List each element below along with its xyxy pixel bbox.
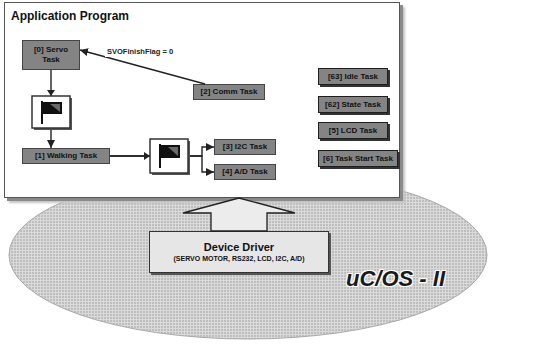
- connector-arrow: [110, 156, 214, 172]
- node-label: Application Program: [11, 9, 129, 23]
- task-box: [5] LCD Task: [318, 122, 388, 139]
- flag-pole: [159, 144, 161, 168]
- node-label: uC/OS - II: [346, 266, 445, 291]
- flag-frame: [32, 96, 70, 128]
- node-label: [4] A/D Task: [222, 167, 267, 177]
- task-box: [3] I2C Task: [214, 139, 276, 155]
- flag-cloth: [43, 102, 62, 114]
- arrow-head: [47, 90, 55, 96]
- flag-shine: [168, 147, 178, 156]
- task-box: [1] Walking Task: [22, 148, 110, 164]
- application-panel: Application Program [0] Servo Task [2] Com…: [4, 2, 400, 198]
- node-label: [3] I2C Task: [223, 142, 267, 152]
- task-box: [6] Task Start Task: [318, 150, 398, 167]
- task-box: [0] Servo Task: [22, 40, 80, 70]
- node-label: [62] State Task: [325, 100, 381, 110]
- task-box: [62] State Task: [318, 96, 388, 113]
- arrow-head: [144, 152, 150, 160]
- flag-shadow: [152, 141, 190, 175]
- driver-box: Device Driver(SERVO MOTOR, RS232, LCD, I…: [149, 231, 329, 273]
- node-label: [1] Walking Task: [35, 151, 97, 161]
- flag-cloth: [161, 145, 180, 158]
- node-label: [6] Task Start Task: [323, 154, 393, 164]
- event-flag-icon: [144, 139, 190, 175]
- node-sublabel: (SERVO MOTOR, RS232, LCD, I2C, A/D): [174, 254, 305, 264]
- connector-arrow: [110, 147, 214, 156]
- flag-shine: [50, 104, 60, 112]
- node-label: [5] LCD Task: [329, 126, 377, 136]
- task-box: [4] A/D Task: [214, 164, 276, 180]
- task-box: [2] Comm Task: [193, 84, 265, 100]
- node-label: Device Driver: [204, 240, 274, 254]
- task-box: [63] Idle Task: [318, 68, 388, 85]
- edge-label: SVOFinishFlag = 0: [105, 47, 175, 57]
- node-label: [63] Idle Task: [328, 72, 378, 82]
- flag-pole: [41, 101, 43, 124]
- connector-arrow: [50, 70, 51, 148]
- event-flag-icon: [32, 90, 72, 130]
- block-arrow: [183, 198, 295, 231]
- node-label: [2] Comm Task: [201, 87, 258, 97]
- edge-label-holder: SVOFinishFlag = 0: [105, 40, 175, 58]
- flag-shadow: [34, 98, 72, 130]
- flag-frame: [150, 139, 188, 173]
- node-label: [0] Servo Task: [27, 45, 75, 65]
